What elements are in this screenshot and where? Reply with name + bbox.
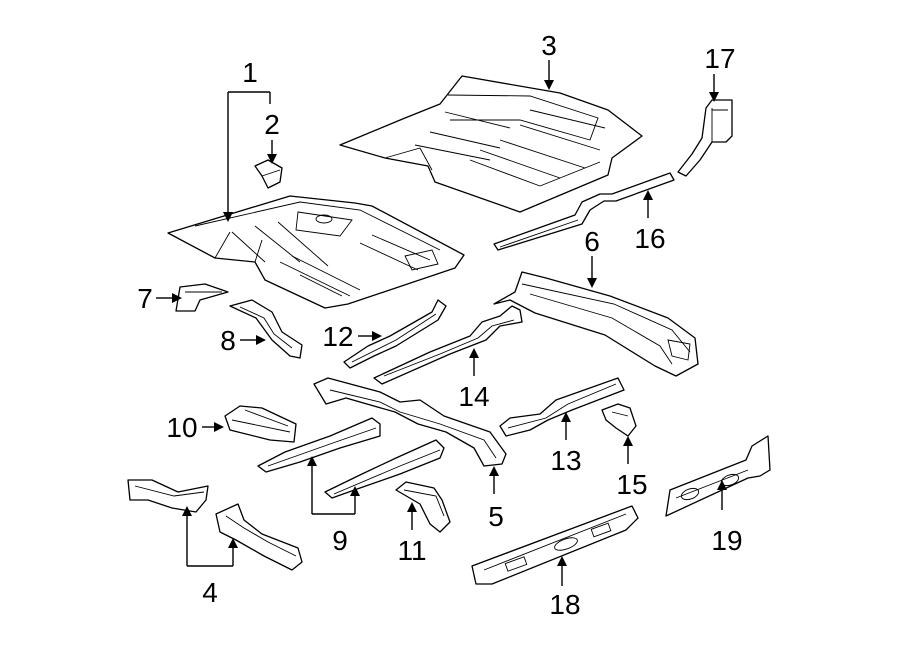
callout-6: 6 — [584, 226, 600, 257]
callout-8: 8 — [220, 325, 236, 356]
leader-lines — [156, 60, 727, 586]
callout-10: 10 — [166, 412, 197, 443]
callout-5: 5 — [488, 501, 504, 532]
part-rail-extension-left[interactable] — [127, 479, 209, 513]
callout-4: 4 — [202, 577, 218, 608]
part-rear-crossmember[interactable] — [493, 271, 699, 377]
callout-15: 15 — [616, 469, 647, 500]
part-front-crossmember[interactable] — [313, 377, 507, 467]
callout-11: 11 — [397, 535, 426, 566]
callout-2: 2 — [264, 109, 280, 140]
part-floor-bracket[interactable] — [254, 159, 283, 189]
part-rocker-panel[interactable] — [471, 505, 639, 585]
callout-19: 19 — [711, 525, 742, 556]
part-rail-extension-right[interactable] — [215, 503, 303, 571]
callout-9: 9 — [332, 525, 348, 556]
callout-18: 18 — [549, 589, 580, 620]
part-crossmember-bracket[interactable] — [224, 405, 297, 443]
part-rear-floor-pan[interactable] — [339, 75, 643, 213]
part-small-reinforcement[interactable] — [601, 403, 637, 437]
part-side-panel[interactable] — [665, 435, 771, 517]
part-floor-brace-small[interactable] — [175, 283, 229, 312]
part-rear-sill-strip[interactable] — [493, 172, 675, 251]
part-front-floor-pan[interactable] — [167, 195, 465, 309]
callout-labels: 1 2 3 4 5 6 7 8 9 10 11 12 13 14 15 16 1… — [137, 30, 742, 620]
part-floor-bar[interactable] — [229, 299, 303, 359]
callout-16: 16 — [634, 223, 665, 254]
callout-14: 14 — [458, 381, 489, 412]
part-long-floor-rail[interactable] — [373, 305, 523, 385]
part-seat-bracket[interactable] — [395, 481, 451, 533]
callout-17: 17 — [704, 43, 735, 74]
part-side-rail[interactable] — [499, 377, 625, 437]
callout-1: 1 — [242, 57, 258, 88]
callout-3: 3 — [541, 30, 557, 61]
part-rail-upper[interactable] — [257, 417, 381, 473]
part-rail-lower[interactable] — [324, 439, 445, 499]
callout-12: 12 — [322, 321, 353, 352]
callout-7: 7 — [137, 283, 153, 314]
part-thin-bar[interactable] — [343, 299, 447, 369]
part-rear-pillar-brace[interactable] — [677, 99, 733, 177]
callout-13: 13 — [550, 445, 581, 476]
